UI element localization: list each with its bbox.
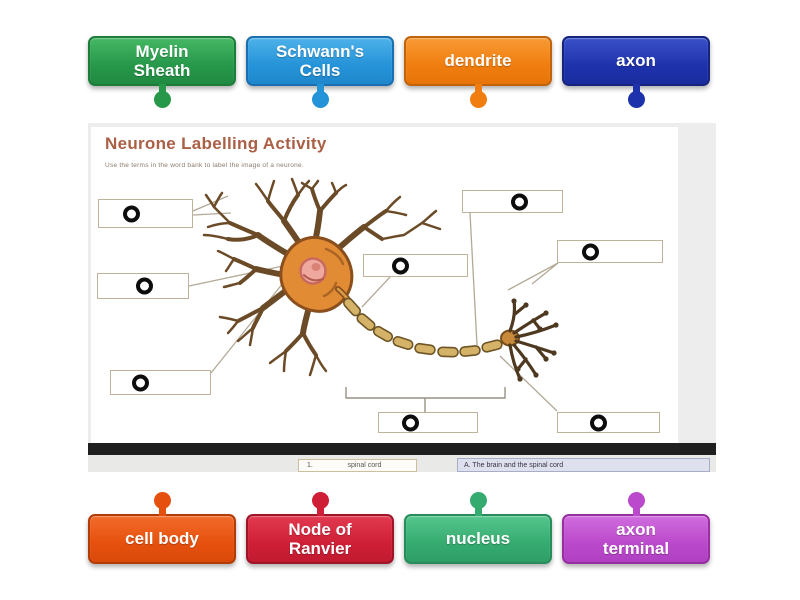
worksheet-image-panel: Neurone Labelling Activity Use the terms… — [88, 123, 716, 472]
drop-target-top-center[interactable] — [462, 190, 563, 213]
worksheet-title: Neurone Labelling Activity — [105, 134, 327, 153]
chip-label: dendrite — [444, 51, 512, 71]
word-chip-axon[interactable]: axon — [562, 36, 710, 108]
drop-circle[interactable] — [392, 257, 409, 274]
drop-circle[interactable] — [132, 374, 149, 391]
drop-target-right[interactable] — [557, 240, 663, 263]
word-chip-nucleus[interactable]: nucleus — [404, 492, 552, 564]
chip-pin-stem — [474, 84, 482, 95]
chip-pin-stem — [316, 84, 324, 95]
drop-circle[interactable] — [402, 414, 419, 431]
chip-label: cell body — [125, 529, 199, 549]
chip-label: terminal — [602, 539, 670, 558]
worksheet-divider-bar — [88, 443, 716, 455]
chip-pin-stem — [474, 505, 482, 516]
chip-pin-stem — [158, 505, 166, 516]
word-chip-cell-body[interactable]: cell body — [88, 492, 236, 564]
chip-label: Sheath — [133, 61, 191, 80]
chip-pin-stem — [158, 84, 166, 95]
chip-label: Cells — [299, 61, 341, 80]
footer-question-number: 1. — [307, 462, 313, 469]
chip-pin-dot — [311, 91, 329, 108]
worksheet-footer-answer: A. The brain and the spinal cord — [457, 458, 710, 472]
word-chip-schwanns-cells[interactable]: Schwann's Cells — [246, 36, 394, 108]
chip-pin-dot — [627, 492, 645, 509]
drop-circle[interactable] — [136, 277, 153, 295]
drop-circle[interactable] — [511, 193, 528, 210]
chip-label: Node of — [288, 519, 352, 539]
footer-question-text: spinal cord — [347, 462, 382, 469]
chip-label: axon — [616, 51, 656, 71]
chip-pin-dot — [469, 492, 487, 509]
drop-target-center[interactable] — [363, 254, 468, 277]
drop-circle[interactable] — [123, 205, 140, 222]
chip-pin-dot — [153, 492, 171, 509]
drop-target-left-bottom[interactable] — [110, 370, 211, 395]
word-chip-dendrite[interactable]: dendrite — [404, 36, 552, 108]
chip-label: Ranvier — [288, 539, 352, 558]
worksheet-footer-question: 1. spinal cord — [298, 459, 417, 472]
chip-label: axon — [616, 519, 656, 539]
chip-pin-stem — [632, 84, 640, 95]
chip-label: Myelin — [135, 41, 189, 61]
drop-target-left-middle[interactable] — [97, 273, 189, 299]
word-chip-myelin-sheath[interactable]: Myelin Sheath — [88, 36, 236, 108]
chip-pin-dot — [469, 91, 487, 108]
worksheet-footer-row: 1. spinal cord A. The brain and the spin… — [88, 455, 716, 472]
chip-pin-stem — [316, 505, 324, 516]
drop-target-bottom-left[interactable] — [378, 412, 478, 433]
chip-pin-dot — [627, 91, 645, 108]
chip-pin-dot — [153, 91, 171, 108]
chip-label: Schwann's — [275, 41, 365, 61]
word-chip-axon-terminal[interactable]: axon terminal — [562, 492, 710, 564]
chip-label: nucleus — [445, 529, 511, 549]
drop-circle[interactable] — [582, 243, 599, 260]
chip-pin-stem — [632, 505, 640, 516]
drop-target-bottom-right[interactable] — [557, 412, 660, 433]
drop-target-top-left[interactable] — [98, 199, 193, 228]
chip-pin-dot — [311, 492, 329, 509]
word-chip-node-of-ranvier[interactable]: Node of Ranvier — [246, 492, 394, 564]
worksheet-subtitle: Use the terms in the word bank to label … — [105, 162, 304, 169]
drop-circle[interactable] — [590, 414, 607, 431]
footer-answer-text: A. The brain and the spinal cord — [464, 461, 564, 469]
